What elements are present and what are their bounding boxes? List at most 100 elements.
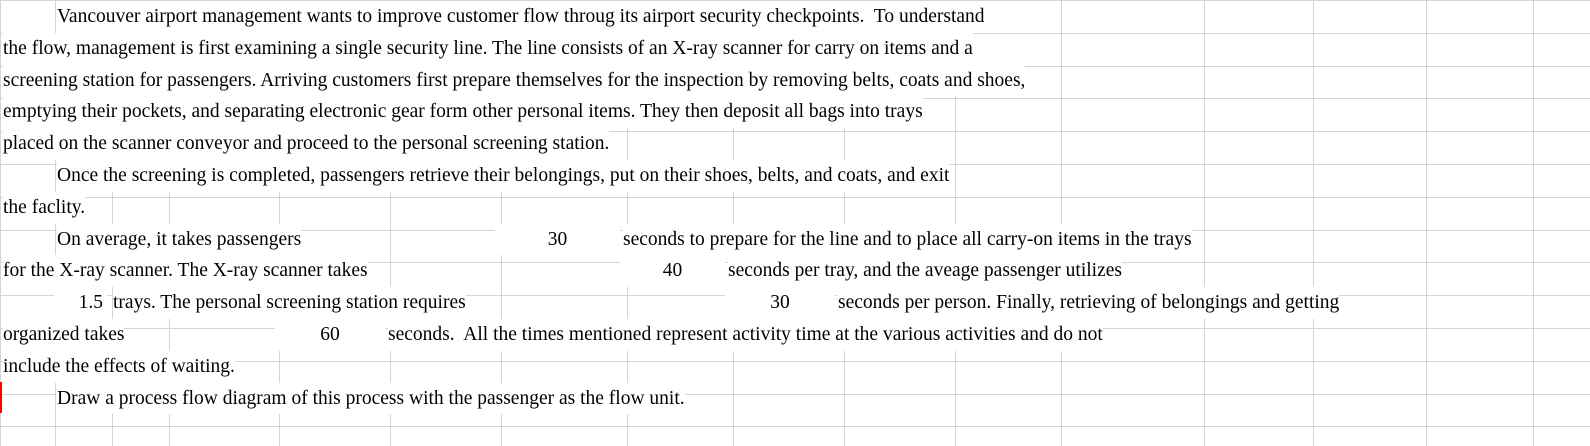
grid-cell[interactable] [1533, 32, 1590, 67]
paragraph-1-line-4[interactable]: emptying their pockets, and separating e… [3, 96, 923, 129]
grid-cell[interactable] [1426, 163, 1534, 198]
grid-cell[interactable] [1426, 229, 1534, 264]
grid-cell[interactable] [390, 229, 502, 264]
grid-cell[interactable] [1533, 229, 1590, 264]
grid-cell[interactable] [1204, 393, 1314, 428]
grid-cell[interactable] [1533, 131, 1590, 165]
grid-cell[interactable] [844, 360, 956, 395]
grid-cell[interactable] [1426, 327, 1534, 362]
xray-scanner-time-value[interactable]: 40 [620, 255, 725, 288]
paragraph-1-line-3[interactable]: screening station for passengers. Arrivi… [3, 64, 1026, 97]
grid-cell[interactable] [1533, 295, 1590, 329]
grid-cell[interactable] [1313, 262, 1427, 297]
grid-cell[interactable] [1204, 131, 1314, 165]
grid-cell[interactable] [1313, 196, 1427, 231]
screening-station-time-value[interactable]: 30 [725, 287, 835, 319]
grid-cell[interactable] [1313, 426, 1427, 446]
paragraph-3-line-1-part-a[interactable]: On average, it takes passengers [57, 223, 302, 256]
grid-cell[interactable] [1313, 229, 1427, 264]
grid-cell[interactable] [112, 426, 170, 446]
grid-cell[interactable] [0, 426, 56, 446]
grid-cell[interactable] [955, 393, 1062, 428]
grid-cell[interactable] [169, 426, 280, 446]
grid-cell[interactable] [1533, 262, 1590, 297]
grid-cell[interactable] [1061, 98, 1205, 133]
grid-cell[interactable] [844, 393, 956, 428]
reorganize-time-value[interactable]: 60 [275, 319, 385, 351]
grid-cell[interactable] [733, 426, 845, 446]
grid-cell[interactable] [390, 426, 502, 446]
grid-cell[interactable] [55, 426, 113, 446]
grid-cell[interactable] [1061, 426, 1205, 446]
grid-cell[interactable] [1426, 360, 1534, 395]
grid-cell[interactable] [844, 426, 956, 446]
grid-cell[interactable] [1533, 98, 1590, 133]
grid-cell[interactable] [1533, 196, 1590, 231]
grid-cell[interactable] [955, 163, 1062, 198]
paragraph-3-line-3-part-a[interactable]: trays. The personal screening station re… [113, 287, 466, 319]
grid-cell[interactable] [733, 393, 845, 428]
grid-cell[interactable] [1313, 360, 1427, 395]
trays-per-passenger-value[interactable]: 1.5 [54, 287, 107, 319]
paragraph-2-line-1[interactable]: Once the screening is completed, passeng… [57, 160, 950, 192]
grid-cell[interactable] [1204, 426, 1314, 446]
paragraph-3-line-1-part-b[interactable]: seconds to prepare for the line and to p… [623, 223, 1192, 256]
paragraph-1-line-1[interactable]: Vancouver airport management wants to im… [57, 1, 985, 33]
grid-cell[interactable] [1204, 229, 1314, 264]
grid-cell[interactable] [1313, 163, 1427, 198]
grid-cell[interactable] [1426, 262, 1534, 297]
grid-cell[interactable] [1313, 327, 1427, 362]
question-prompt[interactable]: Draw a process flow diagram of this proc… [57, 382, 685, 415]
grid-cell[interactable] [1204, 360, 1314, 395]
grid-cell[interactable] [1061, 360, 1205, 395]
grid-cell[interactable] [1313, 98, 1427, 133]
paragraph-3-line-4-part-a[interactable]: organized takes [3, 319, 125, 351]
grid-cell[interactable] [1533, 327, 1590, 362]
grid-cell[interactable] [1313, 32, 1427, 67]
grid-cell[interactable] [1313, 393, 1427, 428]
grid-cell[interactable] [1426, 0, 1534, 34]
grid-cell[interactable] [0, 0, 56, 34]
grid-cell[interactable] [1061, 393, 1205, 428]
grid-cell[interactable] [733, 360, 845, 395]
grid-cell[interactable] [1426, 65, 1534, 100]
grid-cell[interactable] [1426, 393, 1534, 428]
grid-cell[interactable] [1426, 196, 1534, 231]
prepare-time-value[interactable]: 30 [495, 223, 620, 256]
grid-cell[interactable] [1426, 426, 1534, 446]
grid-cell[interactable] [1313, 0, 1427, 34]
grid-cell[interactable] [627, 426, 734, 446]
paragraph-3-line-3-part-b[interactable]: seconds per person. Finally, retrieving … [838, 287, 1340, 319]
grid-cell[interactable] [1204, 196, 1314, 231]
grid-cell[interactable] [1061, 32, 1205, 67]
grid-cell[interactable] [279, 426, 391, 446]
grid-cell[interactable] [1061, 163, 1205, 198]
grid-cell[interactable] [1061, 65, 1205, 100]
grid-cell[interactable] [1061, 131, 1205, 165]
paragraph-3-line-5[interactable]: include the effects of waiting. [3, 350, 235, 383]
paragraph-3-line-2-part-b[interactable]: seconds per tray, and the aveage passeng… [728, 255, 1122, 288]
grid-cell[interactable] [844, 131, 956, 165]
grid-cell[interactable] [1204, 65, 1314, 100]
grid-cell[interactable] [1426, 131, 1534, 165]
grid-cell[interactable] [1204, 98, 1314, 133]
grid-cell[interactable] [1061, 0, 1205, 34]
grid-cell[interactable] [627, 131, 734, 165]
grid-cell[interactable] [501, 262, 628, 297]
grid-cell[interactable] [1313, 65, 1427, 100]
grid-cell[interactable] [733, 131, 845, 165]
grid-cell[interactable] [1204, 0, 1314, 34]
paragraph-2-line-2[interactable]: the faclity. [3, 191, 86, 224]
grid-cell[interactable] [1204, 32, 1314, 67]
grid-cell[interactable] [1204, 327, 1314, 362]
grid-cell[interactable] [1533, 0, 1590, 34]
paragraph-1-line-2[interactable]: the flow, management is first examining … [3, 32, 973, 65]
grid-cell[interactable] [1533, 65, 1590, 100]
grid-cell[interactable] [955, 98, 1062, 133]
grid-cell[interactable] [1313, 131, 1427, 165]
grid-cell[interactable] [390, 196, 502, 231]
grid-cell[interactable] [1533, 393, 1590, 428]
grid-cell[interactable] [1426, 98, 1534, 133]
paragraph-1-line-5[interactable]: placed on the scanner conveyor and proce… [3, 128, 610, 160]
